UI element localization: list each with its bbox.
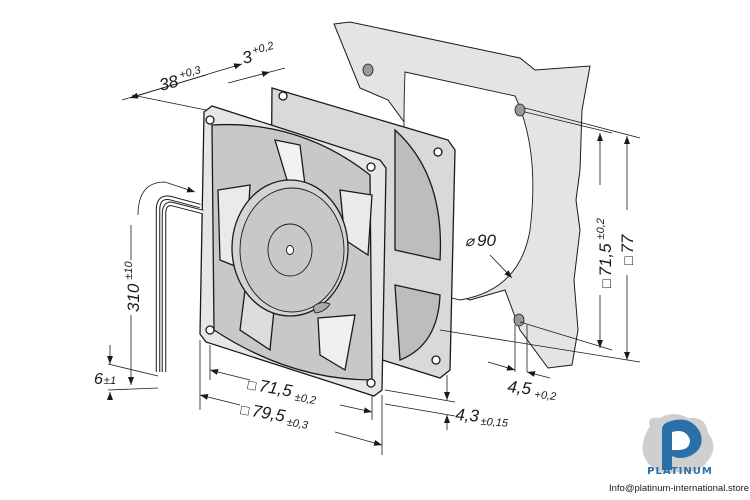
fan-hub xyxy=(231,179,349,317)
dim-panel-hole-size: 4,5+0,2 xyxy=(506,377,557,403)
dim-hole-spacing-front: □71,5±0,2 xyxy=(246,374,318,407)
brand-name: PLATINUM xyxy=(647,466,713,477)
dim-panel-cutout: □77 xyxy=(618,234,637,265)
dim-lead-length: 310±10 xyxy=(123,260,143,312)
dim-hole-diameter: 4,3±0,15 xyxy=(455,405,510,430)
platinum-p-logo-icon xyxy=(642,414,714,473)
lead-wires xyxy=(155,195,204,372)
dim-lead-strip: 6±1 xyxy=(94,371,116,388)
dim-flange: 3+0,2 xyxy=(240,40,277,68)
dimension-lines xyxy=(107,63,641,455)
brand-email[interactable]: Info@platinum-international.store xyxy=(609,483,750,494)
dim-cutout-diameter: ⌀90 xyxy=(465,231,496,250)
panel-hole-top-left xyxy=(362,63,374,77)
dim-depth: 38+0,3 xyxy=(157,64,205,95)
panel-hole-bottom-right xyxy=(513,313,525,327)
panel-hole-top-right xyxy=(514,103,526,117)
dim-panel-hole-spacing: □71,5±0,2 xyxy=(595,218,615,288)
